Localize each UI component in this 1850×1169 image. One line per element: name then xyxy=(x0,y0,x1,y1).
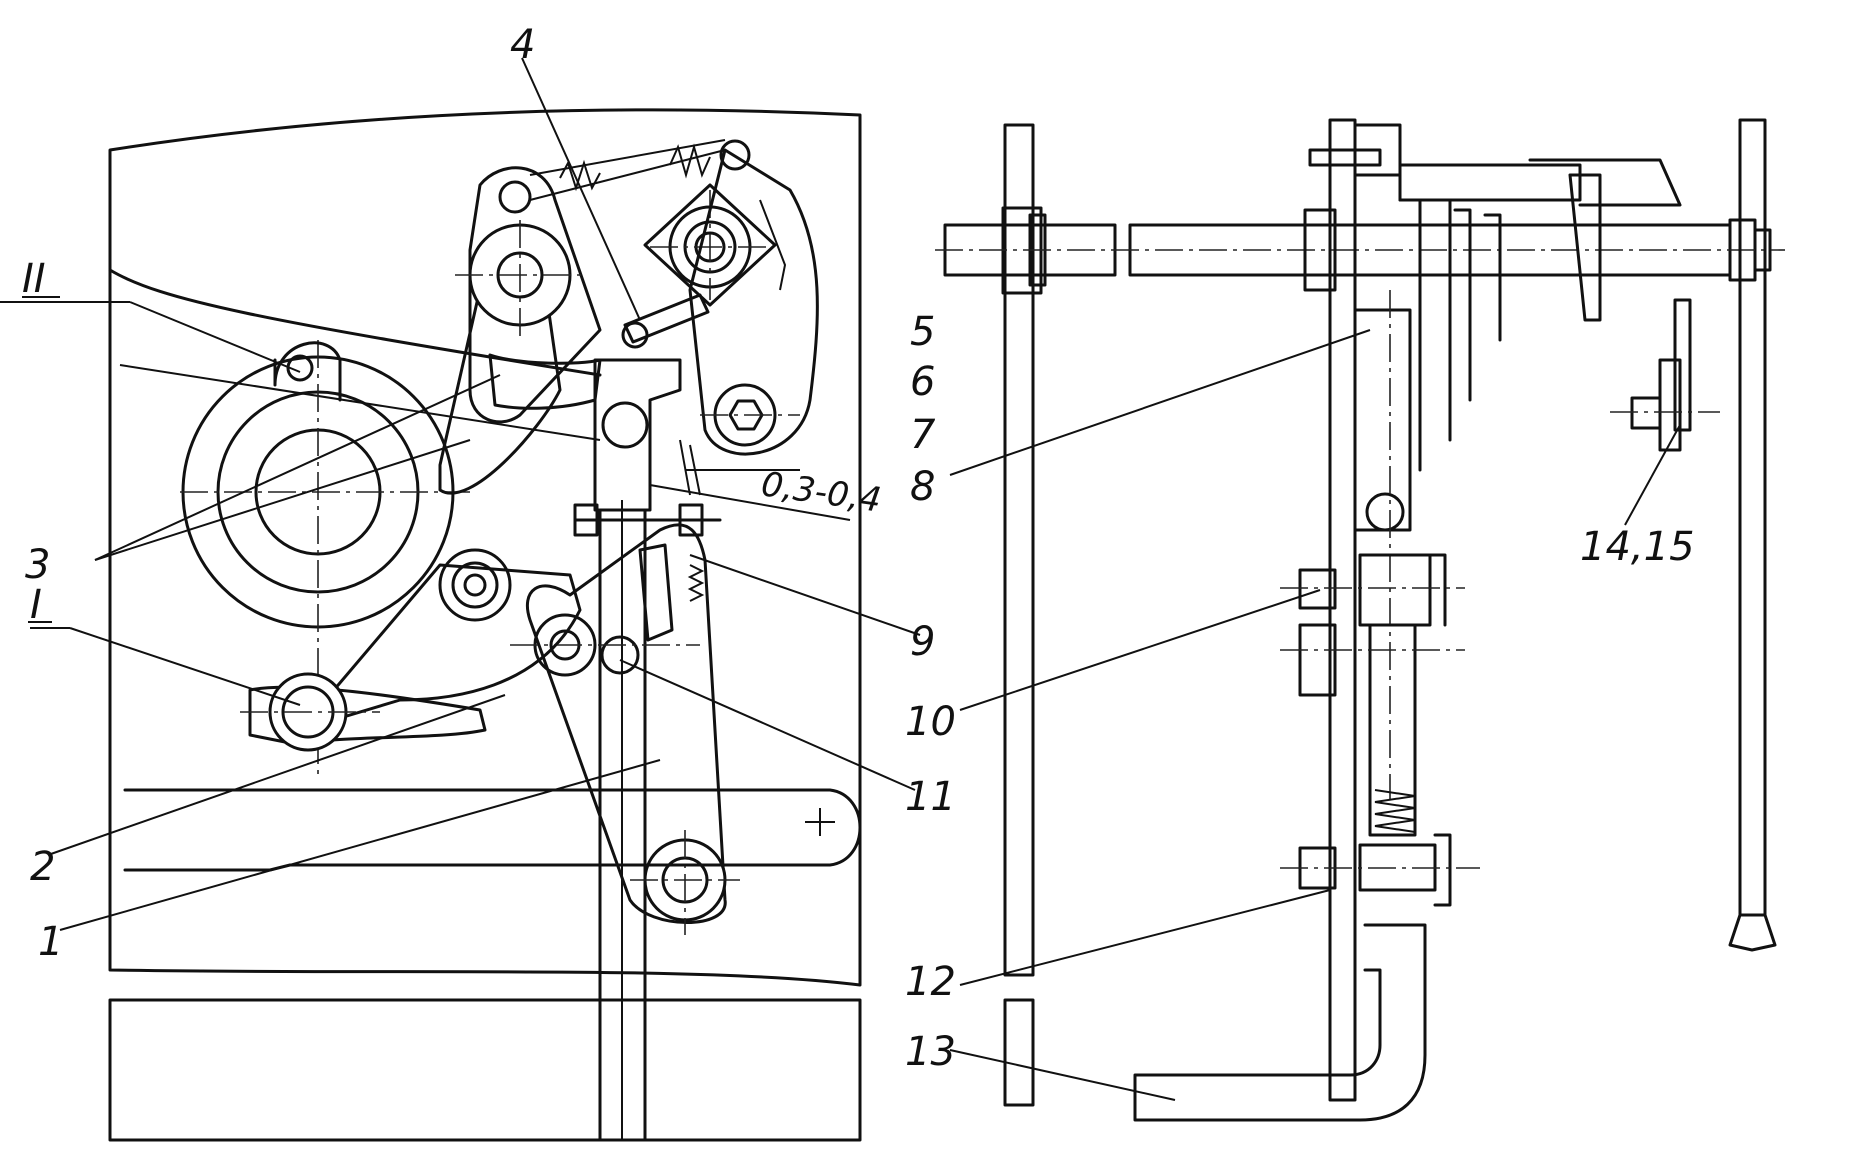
label-8: 8 xyxy=(910,464,935,510)
housing-plate xyxy=(108,108,862,987)
label-3: 3 xyxy=(25,542,50,588)
top-spring xyxy=(529,139,751,201)
lever-I xyxy=(240,548,582,752)
hanger-14-15 xyxy=(1610,298,1720,452)
main-shaft xyxy=(935,206,1785,295)
right-frame-strip xyxy=(1738,118,1767,917)
label-14-15: 14,15 xyxy=(1580,524,1695,570)
spring-bolt-12 xyxy=(1280,789,1480,907)
bracket-II xyxy=(108,268,602,377)
handle-13 xyxy=(1133,923,1427,1122)
housing-lower-plate xyxy=(108,998,862,1142)
triangle-link-1 xyxy=(510,523,740,935)
slot-bar xyxy=(123,788,862,872)
label-7: 7 xyxy=(910,412,936,458)
label-9: 9 xyxy=(910,619,935,665)
left-frame-strip xyxy=(1003,123,1035,977)
label-12: 12 xyxy=(905,959,956,1005)
center-plate xyxy=(1303,118,1682,1102)
diamond-bracket xyxy=(643,183,777,307)
vertical-rod xyxy=(573,358,722,1142)
gap-dimension: 0,3-0,4 xyxy=(759,464,884,520)
bolt-assembly-10 xyxy=(1280,553,1465,837)
label-4: 4 xyxy=(510,22,535,68)
left-frame-lower xyxy=(1003,998,1035,1107)
label-6: 6 xyxy=(910,359,935,405)
label-10: 10 xyxy=(905,699,956,745)
label-11: 11 xyxy=(905,774,956,820)
link-4 xyxy=(621,293,710,349)
label-II: II xyxy=(22,256,46,302)
label-13: 13 xyxy=(905,1029,956,1075)
front-view xyxy=(108,108,862,1142)
upper-lever xyxy=(438,166,602,495)
side-view xyxy=(935,118,1785,1122)
label-2: 2 xyxy=(30,844,55,890)
leader-lines xyxy=(0,57,1681,1101)
label-1: 1 xyxy=(38,919,63,965)
label-5: 5 xyxy=(910,309,935,355)
label-I: I xyxy=(30,582,42,628)
callout-labels: 4 5 6 7 8 9 10 11 12 13 14,15 3 2 1 II I… xyxy=(22,22,1695,1075)
lever-5 xyxy=(688,148,819,456)
